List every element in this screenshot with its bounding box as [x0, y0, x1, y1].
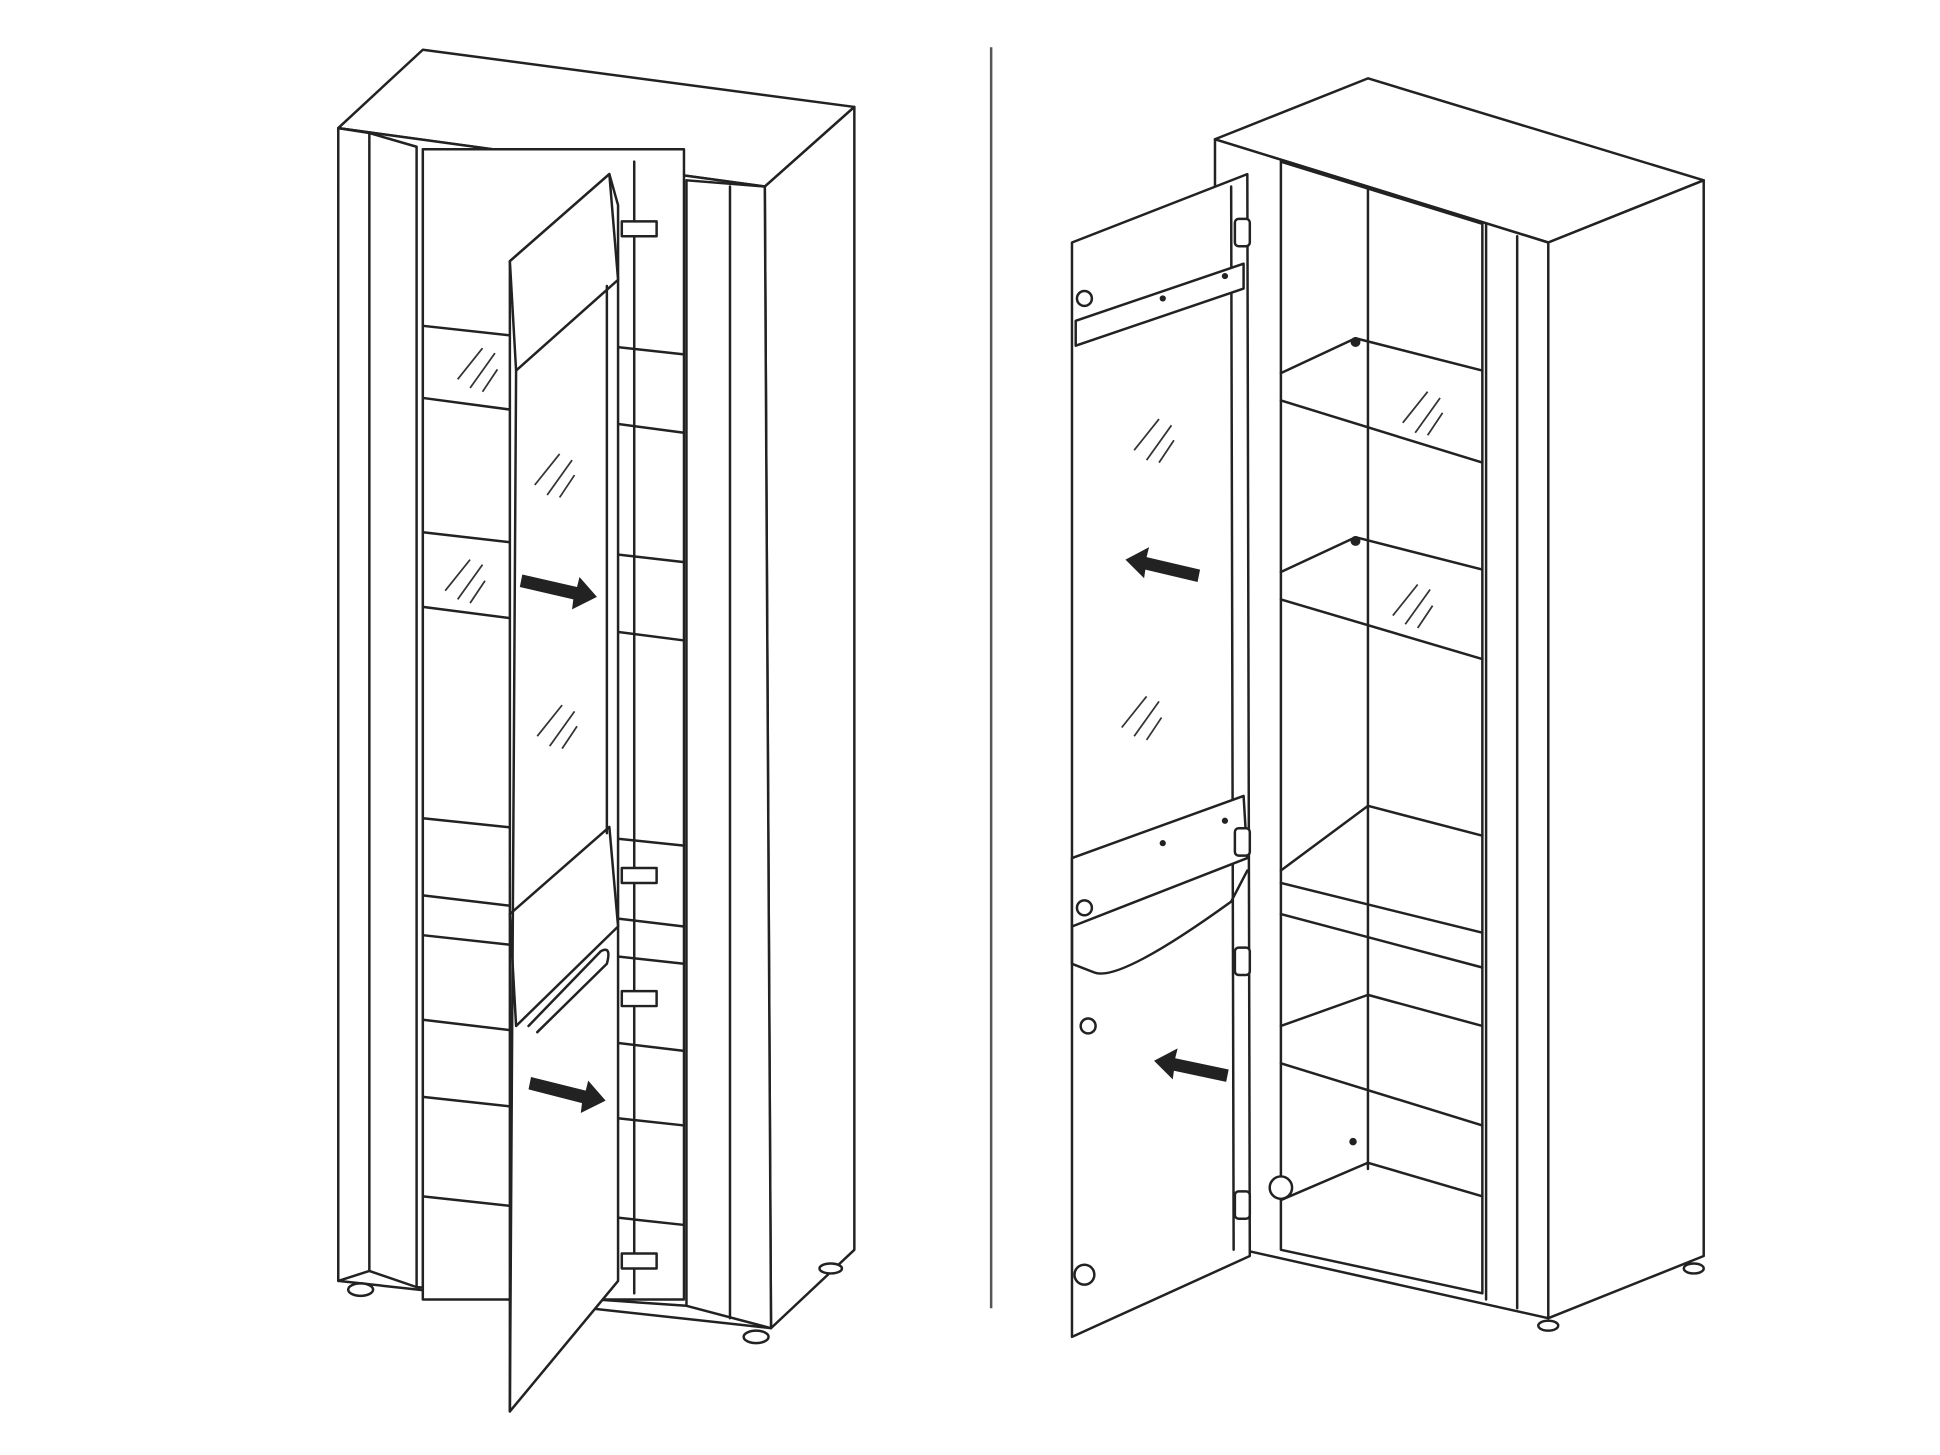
left-hinges — [620, 220, 658, 1270]
glass-marks — [444, 347, 578, 750]
left-cabinet-side-panel — [763, 105, 856, 1330]
right-shelves — [1279, 337, 1484, 1202]
left-foot — [346, 1282, 375, 1298]
arrow-right-icon — [519, 574, 597, 610]
arrow-left-icon — [1154, 1048, 1229, 1082]
left-foot — [742, 1329, 770, 1345]
right-cabinet-side-panel — [1547, 179, 1705, 1320]
glass-marks — [1121, 418, 1175, 741]
arrow-left-icon — [1125, 547, 1201, 582]
right-foot — [1682, 1262, 1705, 1275]
right-cabinet-interior — [1279, 160, 1484, 1295]
right-foot — [1537, 1319, 1560, 1332]
right-open-door — [1070, 172, 1252, 1339]
left-cabinet — [337, 48, 856, 1413]
left-foot — [818, 1262, 844, 1275]
right-cabinet — [1070, 77, 1705, 1339]
right-hinges — [1233, 217, 1294, 1220]
arrow-right-icon — [528, 1076, 606, 1114]
glass-marks — [1392, 391, 1444, 629]
